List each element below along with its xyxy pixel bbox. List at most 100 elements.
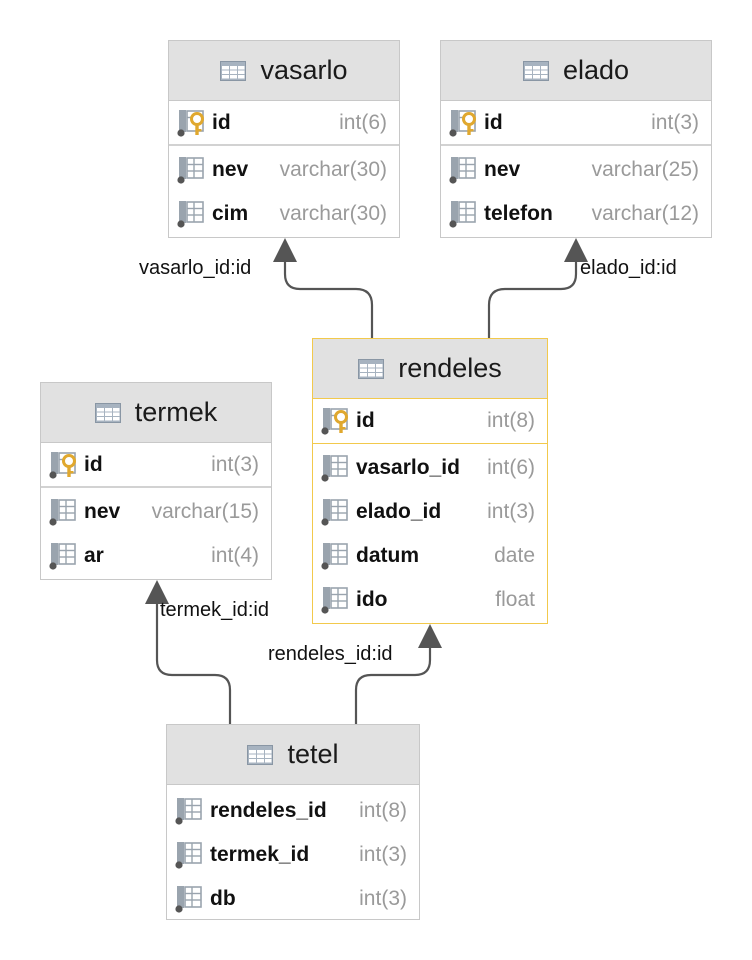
table-termek[interactable]: termek id int(3) nev varchar(15) ar int(… (40, 382, 272, 580)
column-row[interactable]: telefon varchar(12) (441, 192, 711, 236)
table-icon (247, 744, 274, 765)
column-row[interactable]: db int(3) (167, 877, 419, 921)
column-type: float (495, 588, 535, 611)
column-name: termek_id (210, 843, 310, 866)
column-type: int(3) (359, 843, 407, 866)
column-type: int(3) (211, 452, 259, 476)
connector-vasarlo (283, 250, 374, 338)
table-header[interactable]: vasarlo (169, 41, 399, 101)
column-name: id (356, 409, 375, 432)
table-icon (220, 60, 247, 81)
column-name: id (212, 110, 231, 134)
column-icon (321, 586, 348, 615)
table-icon (522, 60, 549, 81)
column-type: int(6) (339, 110, 387, 134)
column-icon (177, 200, 204, 229)
column-row[interactable]: rendeles_id int(8) (167, 789, 419, 833)
column-name: vasarlo_id (356, 456, 460, 479)
column-type: int(4) (211, 544, 259, 567)
connector-elado (487, 250, 578, 338)
column-row[interactable]: datum date (313, 534, 547, 578)
primary-key-column-icon (49, 450, 77, 480)
connector-termek (155, 592, 232, 724)
column-icon (49, 498, 76, 527)
relation-label-vasarlo: vasarlo_id:id (139, 257, 252, 279)
column-name: nev (212, 158, 249, 181)
relation-label-rendeles: rendeles_id:id (268, 643, 393, 665)
column-name: elado_id (356, 500, 442, 523)
column-row[interactable]: nev varchar(25) (441, 148, 711, 192)
column-icon (175, 885, 202, 914)
pk-row[interactable]: id int(6) (169, 101, 399, 146)
column-icon (449, 156, 476, 185)
column-icon (449, 200, 476, 229)
column-icon (321, 542, 348, 571)
column-name: ido (356, 588, 388, 611)
relation-label-termek: termek_id:id (160, 599, 269, 621)
pk-row[interactable]: id int(3) (441, 101, 711, 146)
column-type: varchar(12) (591, 202, 699, 225)
primary-key-column-icon (321, 406, 349, 436)
table-elado[interactable]: elado id int(3) nev varchar(25) telefon … (440, 40, 712, 238)
column-icon (175, 841, 202, 870)
column-name: nev (484, 158, 521, 181)
column-row[interactable]: elado_id int(3) (313, 490, 547, 534)
table-title: tetel (287, 739, 339, 769)
column-type: int(8) (487, 409, 535, 432)
arrow-vasarlo (273, 238, 297, 262)
primary-key-column-icon (449, 108, 477, 138)
column-name: cim (212, 202, 249, 225)
column-name: db (210, 887, 236, 910)
column-row[interactable]: ar int(4) (41, 534, 271, 578)
column-row[interactable]: nev varchar(30) (169, 148, 399, 192)
column-type: varchar(25) (591, 158, 699, 181)
column-name: telefon (484, 202, 553, 225)
column-type: int(6) (487, 456, 535, 479)
column-icon (49, 542, 76, 571)
arrow-termek (145, 580, 169, 604)
column-row[interactable]: cim varchar(30) (169, 192, 399, 236)
column-type: date (494, 544, 535, 567)
table-title: vasarlo (260, 55, 348, 85)
column-name: datum (356, 544, 419, 567)
column-icon (175, 797, 202, 826)
column-row[interactable]: vasarlo_id int(6) (313, 446, 547, 490)
arrow-rendeles (418, 624, 442, 648)
table-header[interactable]: rendeles (313, 339, 547, 399)
column-type: int(3) (359, 887, 407, 910)
column-type: varchar(30) (279, 202, 387, 225)
table-icon (358, 358, 385, 379)
column-row[interactable]: nev varchar(15) (41, 490, 271, 534)
table-header[interactable]: tetel (167, 725, 419, 785)
column-type: int(3) (487, 500, 535, 523)
table-title: elado (562, 55, 630, 85)
column-name: ar (84, 544, 104, 567)
connector-rendeles (354, 636, 432, 724)
column-name: id (84, 452, 103, 476)
table-title: termek (134, 397, 218, 427)
table-header[interactable]: termek (41, 383, 271, 443)
column-name: id (484, 110, 503, 134)
pk-row[interactable]: id int(8) (313, 399, 547, 444)
table-rendeles[interactable]: rendeles id int(8) vasarlo_id int(6) ela… (312, 338, 548, 624)
column-type: varchar(15) (151, 500, 259, 523)
table-title: rendeles (398, 353, 502, 383)
relation-label-elado: elado_id:id (580, 257, 677, 279)
column-name: nev (84, 500, 121, 523)
column-name: rendeles_id (210, 799, 327, 822)
arrow-elado (564, 238, 588, 262)
column-icon (177, 156, 204, 185)
table-vasarlo[interactable]: vasarlo id int(6) nev varchar(30) cim va… (168, 40, 400, 238)
column-type: int(8) (359, 799, 407, 822)
primary-key-column-icon (177, 108, 205, 138)
column-type: int(3) (651, 110, 699, 134)
table-icon (94, 402, 121, 423)
table-header[interactable]: elado (441, 41, 711, 101)
pk-row[interactable]: id int(3) (41, 443, 271, 488)
column-icon (321, 498, 348, 527)
table-tetel[interactable]: tetel rendeles_id int(8) termek_id int(3… (166, 724, 420, 920)
column-row[interactable]: termek_id int(3) (167, 833, 419, 877)
column-type: varchar(30) (279, 158, 387, 181)
column-row[interactable]: ido float (313, 578, 547, 622)
